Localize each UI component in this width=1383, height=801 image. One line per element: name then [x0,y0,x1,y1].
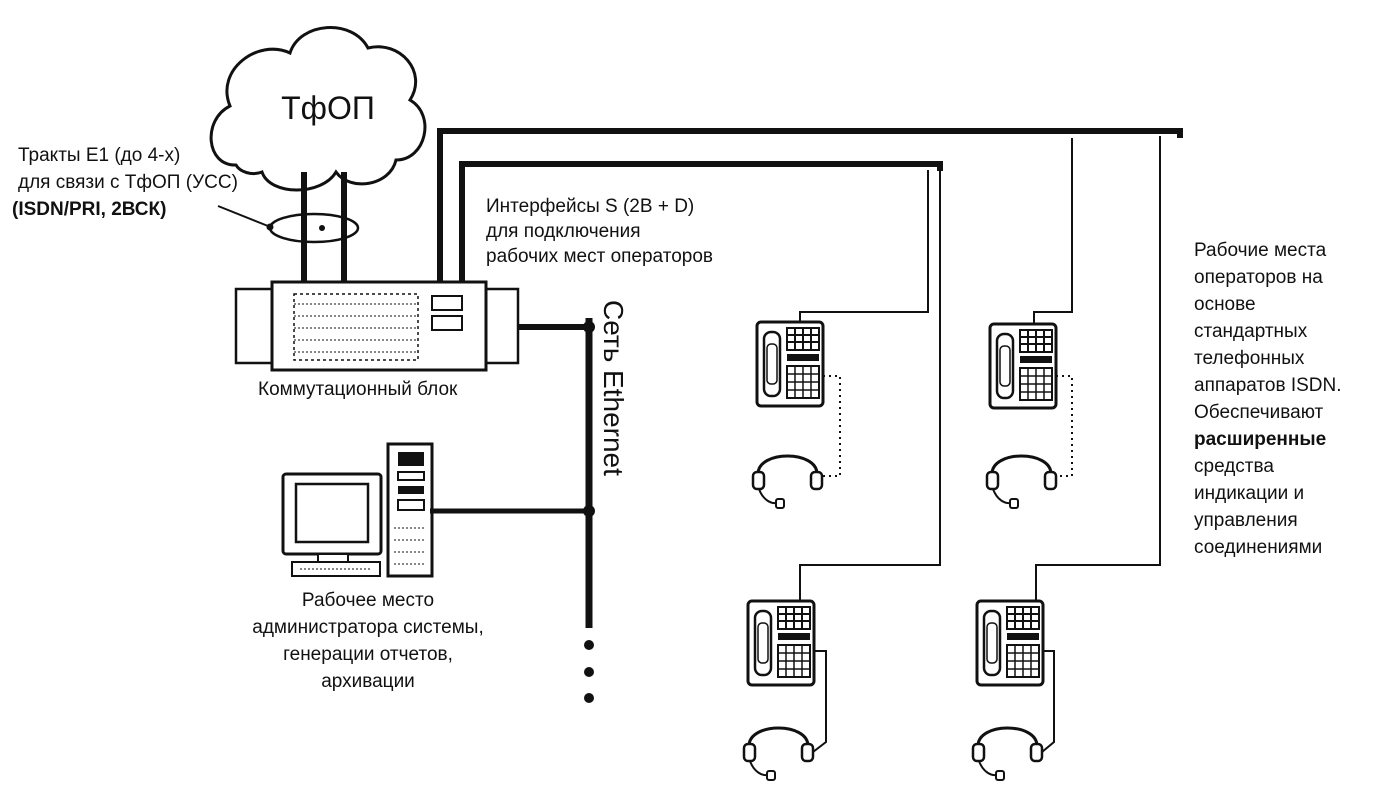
trunk-pointer-dot [266,223,274,231]
headset-cord-2 [1056,375,1073,477]
operators-label-1: Рабочие места [1194,240,1327,261]
operator-headset-2 [985,454,1058,510]
trunk-pointer [217,205,269,227]
headset-cord-4 [1041,650,1055,753]
operators-label-2: операторов на [1194,267,1323,288]
admin-label-1: Рабочее место [302,590,434,611]
operators-label-3: основе [1194,294,1256,315]
operator-headset-4 [971,726,1044,782]
trunks-label-2: для связи с ТфОП (УСС) [18,172,238,193]
switch-unit-icon [234,280,520,372]
ethernet-continue-dot-3 [584,693,594,703]
operators-label-6: аппаратов ISDN. [1194,375,1342,396]
s-bus-outer [437,128,1183,286]
interfaces-label-2: для подключения [486,221,641,242]
admin-label-2: администратора системы, [252,617,484,638]
operator-headset-3 [742,726,815,782]
operators-label-9: средства [1194,456,1274,477]
s-bus-inner-phone-top [799,170,929,322]
interfaces-label-3: рабочих мест операторов [486,246,713,267]
trunks-label-1: Тракты E1 (до 4-х) [18,145,180,166]
operators-label-7: Обеспечивают [1194,402,1324,423]
operators-label-5: телефонных [1194,348,1305,369]
operators-label-10: индикации и [1194,483,1304,504]
operators-label-4: стандартных [1194,321,1308,342]
operators-label-8: расширенные [1194,429,1326,450]
ethernet-continue-dot-2 [584,667,594,677]
switch-label: Коммутационный блок [258,379,458,400]
interfaces-label-1: Интерфейсы S (2B + D) [486,196,694,217]
operators-label-12: соединениями [1194,537,1322,558]
trunk-bundle-dot [319,225,325,231]
s-bus-outer-phone-top [1033,138,1073,326]
s-bus-outer-drop [1035,136,1161,601]
headset-cord-3 [812,650,827,753]
cloud-icon [209,26,427,192]
trunks-label-3: (ISDN/PRI, 2ВСК) [12,199,166,220]
operator-phone-3 [746,599,816,687]
ethernet-continue-dot-1 [584,640,594,650]
cloud-label: ТфОП [281,90,375,126]
operator-phone-2 [988,322,1058,410]
operators-label-11: управления [1194,510,1298,531]
s-bus-inner [459,161,943,286]
operator-headset-1 [751,454,824,510]
headset-cord-1 [822,375,841,477]
operator-phone-4 [975,599,1045,687]
ethernet-node-switch [583,321,595,333]
operator-phone-1 [755,320,825,408]
admin-label-4: архивации [321,671,415,692]
s-bus-inner-drop [799,170,941,600]
admin-label-3: генерации отчетов, [283,644,453,665]
ethernet-label: Сеть Ethernet [598,300,629,476]
computer-workstation-icon [281,442,434,578]
